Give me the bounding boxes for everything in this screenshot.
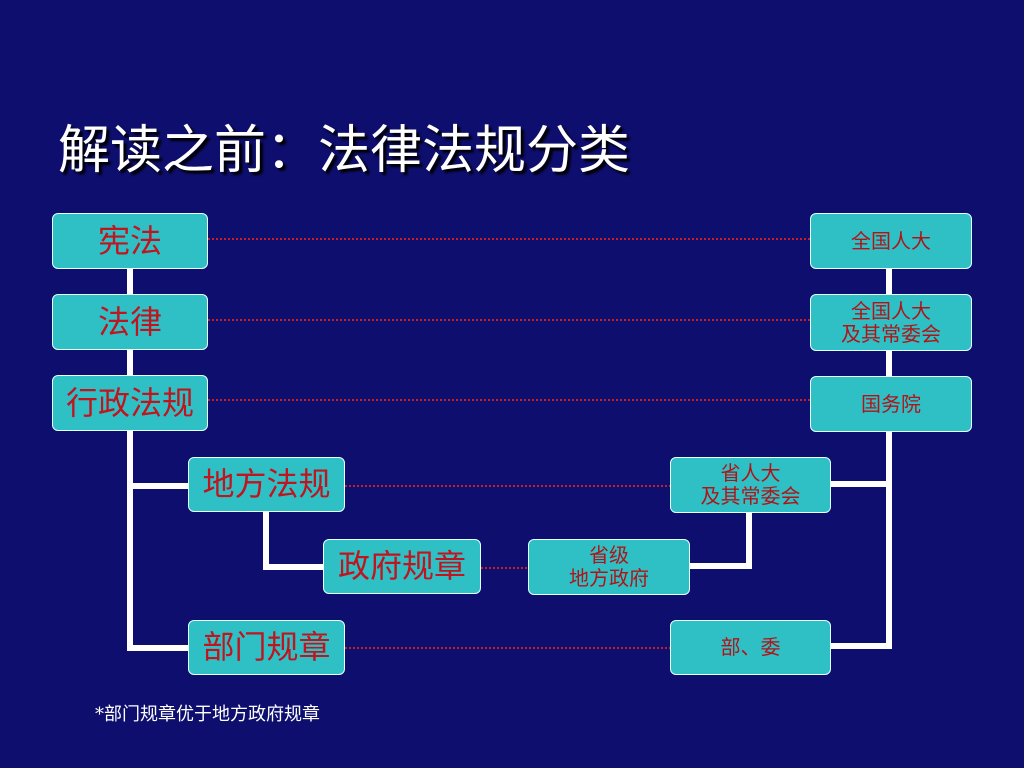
trunk-state-council-down bbox=[830, 431, 892, 649]
box-admin-regulation: 行政法规 bbox=[52, 375, 208, 431]
branch-congress-to-provincial-gov bbox=[689, 512, 752, 569]
box-constitution: 宪法 bbox=[52, 213, 208, 269]
trunk-admin-to-local-and-dept bbox=[127, 430, 190, 651]
slide-title: 解读之前：法律法规分类 bbox=[58, 121, 631, 181]
box-ministries: 部、委 bbox=[670, 620, 831, 675]
box-dept-rule: 部门规章 bbox=[188, 620, 345, 675]
box-state-council: 国务院 bbox=[810, 376, 972, 432]
box-npc-standing: 全国人大 及其常委会 bbox=[810, 294, 972, 351]
box-provincial-congress: 省人大 及其常委会 bbox=[670, 457, 831, 513]
box-npc: 全国人大 bbox=[810, 213, 972, 269]
branch-local-to-gov-rule bbox=[263, 511, 325, 570]
box-law: 法律 bbox=[52, 294, 208, 350]
dotted-links bbox=[208, 238, 810, 649]
right-hierarchy-connectors bbox=[689, 268, 892, 649]
box-gov-rule: 政府规章 bbox=[323, 539, 481, 594]
footnote: *部门规章优于地方政府规章 bbox=[95, 704, 320, 725]
left-hierarchy-connectors bbox=[127, 268, 325, 651]
box-provincial-gov: 省级 地方政府 bbox=[528, 539, 690, 595]
box-local-regulation: 地方法规 bbox=[188, 457, 345, 512]
